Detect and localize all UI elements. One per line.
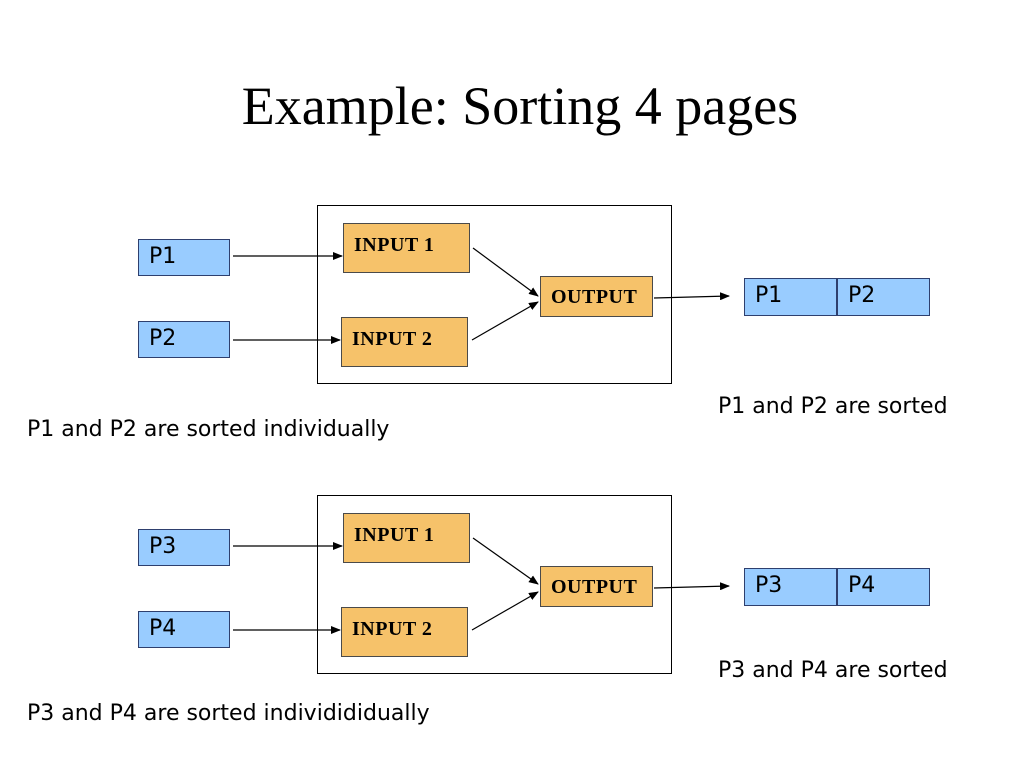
caption-right-1: P1 and P2 are sorted bbox=[718, 394, 948, 419]
arrow-input1-to-output bbox=[472, 537, 539, 585]
input-buffer-1: INPUT 1 bbox=[343, 223, 470, 273]
output-page-p2: P2 bbox=[837, 278, 930, 316]
input-page-p1: P1 bbox=[138, 239, 230, 276]
output-buffer: OUTPUT bbox=[540, 276, 653, 317]
arrow-input1-to-output bbox=[472, 247, 539, 297]
arrow-output-to-sorted bbox=[653, 582, 730, 591]
caption-left-1: P1 and P2 are sorted individually bbox=[27, 417, 390, 442]
input-buffer-2: INPUT 2 bbox=[341, 607, 468, 657]
input-buffer-2: INPUT 2 bbox=[341, 317, 468, 367]
output-page-p4: P4 bbox=[837, 568, 930, 606]
input-page-p4: P4 bbox=[138, 611, 230, 648]
arrow-output-to-sorted bbox=[653, 292, 730, 301]
input-buffer-1: INPUT 1 bbox=[343, 513, 470, 563]
output-page-p1: P1 bbox=[744, 278, 837, 316]
input-page-p2: P2 bbox=[138, 321, 230, 358]
input-page-p3: P3 bbox=[138, 529, 230, 566]
arrow-input2-to-output bbox=[471, 301, 539, 341]
caption-right-2: P3 and P4 are sorted bbox=[718, 658, 948, 683]
output-page-p3: P3 bbox=[744, 568, 837, 606]
slide-title: Example: Sorting 4 pages bbox=[241, 76, 799, 136]
caption-left-2: P3 and P4 are sorted individididually bbox=[27, 701, 430, 726]
output-buffer: OUTPUT bbox=[540, 566, 653, 607]
arrow-input2-to-output bbox=[471, 591, 539, 631]
